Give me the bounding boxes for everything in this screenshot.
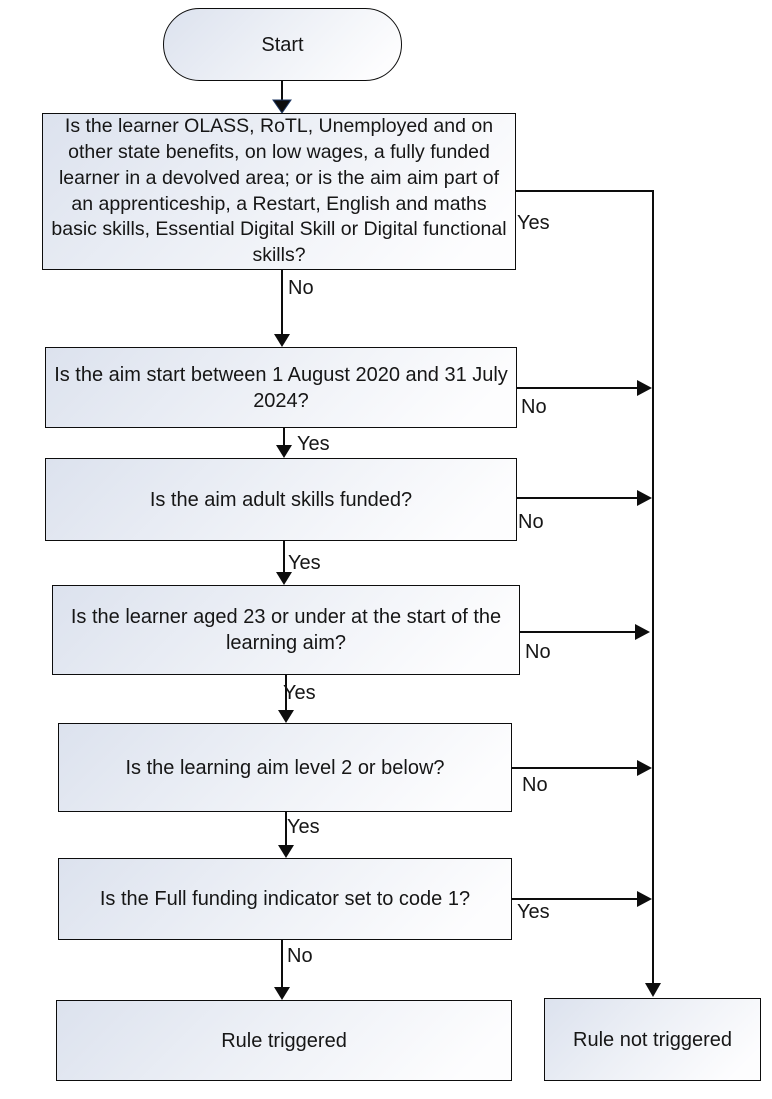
edge-q5-no: [512, 760, 652, 776]
edge-q6-no: [274, 940, 290, 1000]
node-question-learner-age: Is the learner aged 23 or under at the s…: [52, 585, 520, 675]
node-question-eligibility-label: Is the learner OLASS, RoTL, Unemployed a…: [51, 115, 507, 266]
node-rule-triggered: Rule triggered: [56, 1000, 512, 1081]
node-rule-not-triggered-label: Rule not triggered: [573, 1028, 732, 1051]
edge-label-q4-yes: Yes: [283, 682, 316, 704]
edge-label-q2-no: No: [521, 396, 547, 418]
node-question-full-funding-indicator: Is the Full funding indicator set to cod…: [58, 858, 512, 940]
edge-q6-yes: [512, 891, 652, 907]
edge-q4-yes: [278, 675, 294, 723]
start-arrowhead: [272, 99, 292, 114]
edge-start-to-q1: [272, 80, 292, 114]
edge-q3-yes: [276, 541, 292, 585]
node-question-learner-age-label: Is the learner aged 23 or under at the s…: [70, 606, 502, 654]
edge-q1-no: [274, 270, 290, 347]
node-rule-triggered-label: Rule triggered: [221, 1029, 347, 1052]
node-start-label: Start: [261, 33, 304, 56]
node-start: Start: [163, 8, 402, 81]
node-question-aim-level-label: Is the learning aim level 2 or below?: [125, 756, 445, 779]
edge-label-q5-no: No: [522, 774, 548, 796]
node-question-aim-level: Is the learning aim level 2 or below?: [58, 723, 512, 812]
node-question-aim-start-date: Is the aim start between 1 August 2020 a…: [45, 347, 517, 428]
edge-q2-no: [517, 380, 652, 396]
edge-q1-yes-to-rule-not-triggered: [516, 190, 661, 997]
edge-label-q2-yes: Yes: [297, 433, 330, 455]
edge-label-q6-no: No: [287, 945, 313, 967]
edge-q3-no: [517, 490, 652, 506]
edge-label-q3-no: No: [518, 511, 544, 533]
edge-label-q1-no: No: [288, 277, 314, 299]
node-question-adult-skills-funded: Is the aim adult skills funded?: [45, 458, 517, 541]
edge-label-q3-yes: Yes: [288, 552, 321, 574]
node-question-adult-skills-funded-label: Is the aim adult skills funded?: [149, 488, 413, 511]
edge-q5-yes: [278, 812, 294, 858]
edge-label-q6-yes: Yes: [517, 901, 550, 923]
edge-q2-yes: [276, 428, 292, 458]
node-rule-not-triggered: Rule not triggered: [544, 998, 761, 1081]
edge-q4-no: [520, 624, 650, 640]
node-question-full-funding-indicator-label: Is the Full funding indicator set to cod…: [99, 888, 471, 910]
edge-label-q4-no: No: [525, 641, 551, 663]
edge-label-q1-yes: Yes: [517, 212, 550, 234]
node-question-aim-start-date-label: Is the aim start between 1 August 2020 a…: [54, 363, 508, 412]
node-question-eligibility: Is the learner OLASS, RoTL, Unemployed a…: [42, 113, 516, 270]
edge-label-q5-yes: Yes: [287, 816, 320, 838]
